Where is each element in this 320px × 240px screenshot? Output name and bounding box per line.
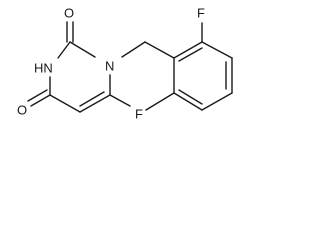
carbonyl-bonds	[27, 21, 74, 107]
fluorine-bonds	[145, 22, 203, 111]
bond-c6-c5-double	[79, 91, 105, 107]
atom-labels: O HN N O F F	[17, 6, 205, 122]
difluorophenyl-ring	[173, 41, 233, 111]
bond-c4-o-bottom-double	[27, 89, 48, 102]
bond-c6-methyl	[109, 94, 131, 107]
bond-c6-f-bottom	[145, 92, 175, 111]
bond-ch2-aryl	[144, 41, 175, 59]
atom-label-nh: HN	[34, 61, 53, 76]
atom-label-o-top: O	[64, 6, 74, 21]
atom-label-n1: N	[105, 59, 114, 74]
bond-ar-c1-c2	[173, 41, 203, 59]
bond-c5-c4	[49, 94, 81, 113]
bond-ar-c1-c2-double	[178, 47, 203, 62]
bond-n1-ch2	[121, 41, 146, 58]
bond-ar-c4-c5	[201, 92, 233, 111]
bond-ar-c5-c6-double	[178, 89, 203, 105]
molecule-diagram: O HN N O F F	[17, 6, 233, 122]
atom-label-f-top: F	[197, 6, 205, 21]
bond-c2-n1	[69, 41, 96, 58]
bond-c4-o-bottom	[30, 94, 51, 107]
bond-c6-c5	[79, 94, 111, 113]
bond-ar-c5-c6	[173, 92, 203, 111]
bond-n3-c2	[57, 41, 71, 59]
bond-ar-c2-c3	[201, 41, 233, 59]
atom-label-f-bottom: F	[135, 107, 143, 122]
pyrimidine-ring	[49, 41, 111, 113]
atom-label-o-bottom: O	[17, 103, 27, 118]
benzyl-linker	[121, 41, 175, 59]
